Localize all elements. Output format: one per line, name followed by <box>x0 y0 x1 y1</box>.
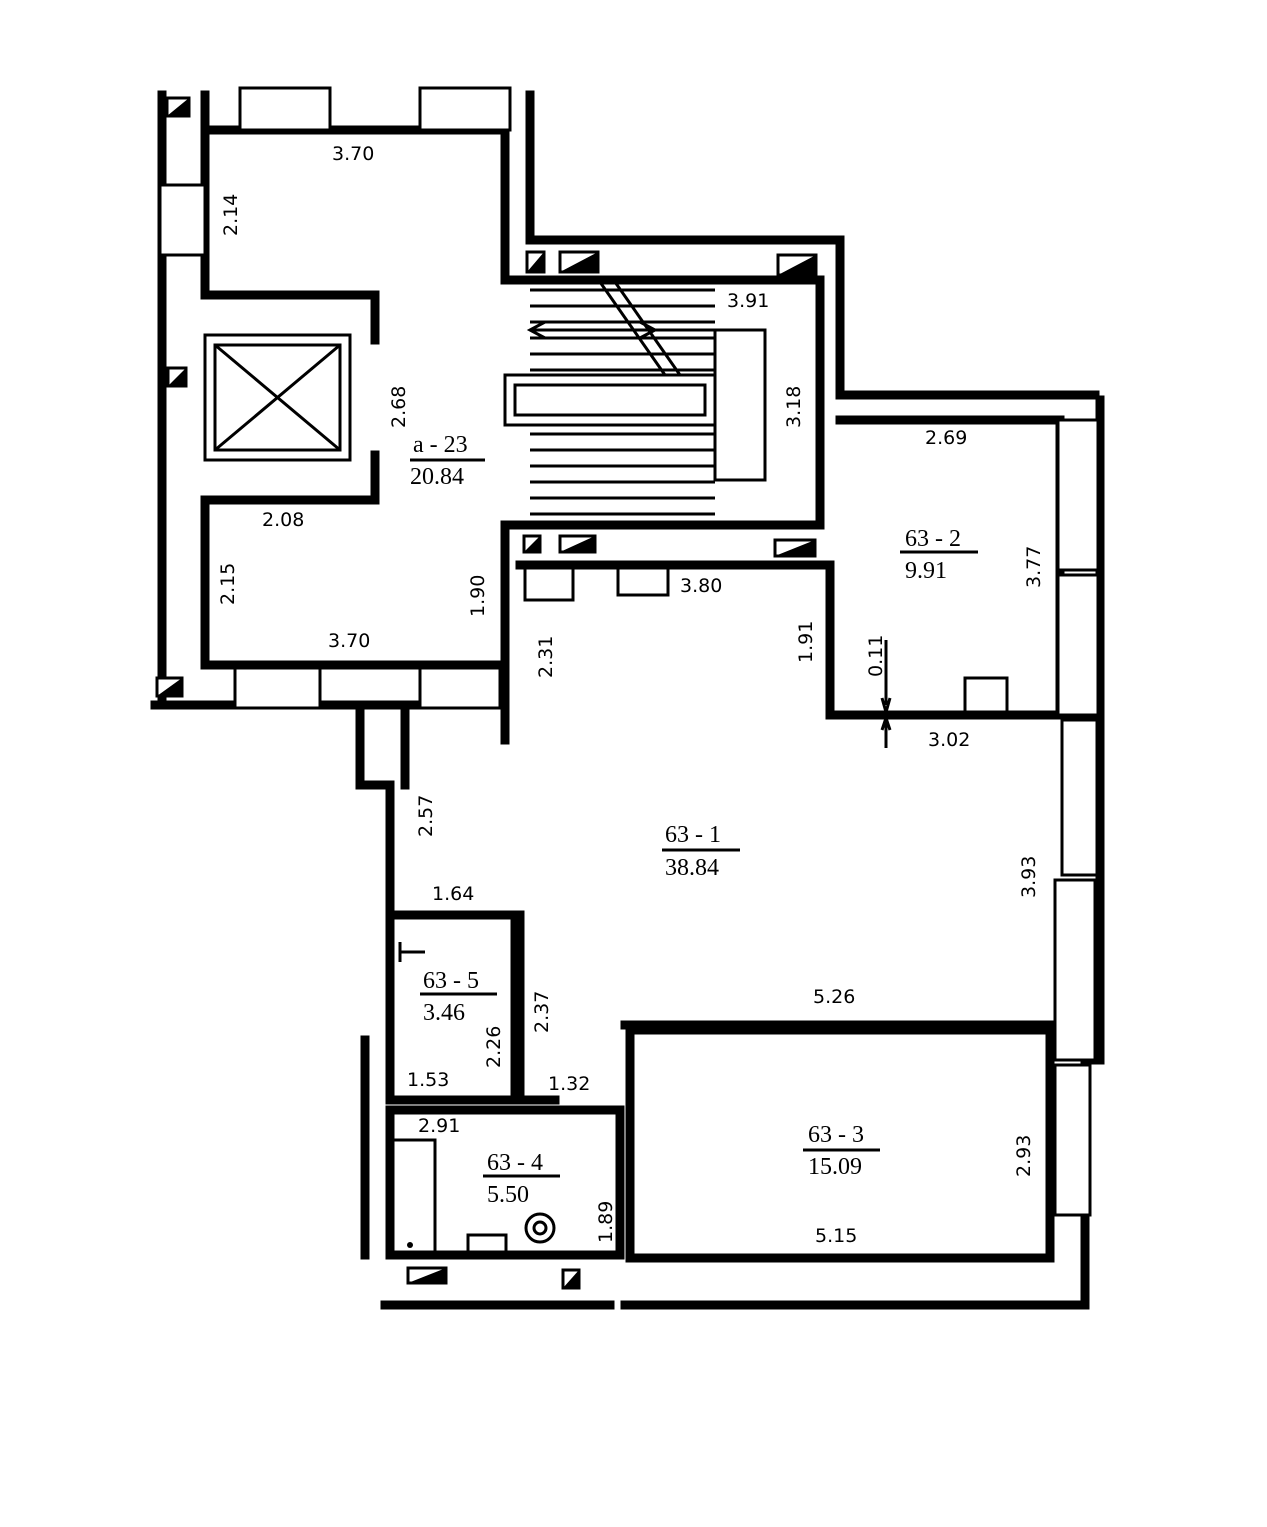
dimension: 2.57 <box>415 795 437 837</box>
dimension: 1.53 <box>407 1069 449 1091</box>
dimension: 3.02 <box>928 729 970 751</box>
room-id: 63 - 3 <box>808 1122 864 1148</box>
dimension: 2.93 <box>1013 1135 1035 1177</box>
dimension: 2.91 <box>418 1115 460 1137</box>
dimension: 3.91 <box>727 290 769 312</box>
dimension: 3.80 <box>680 575 722 597</box>
room-id: 63 - 1 <box>665 822 721 848</box>
room-id: a - 23 <box>413 432 468 458</box>
dimension: 1.32 <box>548 1073 590 1095</box>
dimension: 1.91 <box>795 621 817 663</box>
dimension: 2.37 <box>531 991 553 1033</box>
room-area: 15.09 <box>808 1154 862 1180</box>
dimension: 2.69 <box>925 427 967 449</box>
room-id: 63 - 2 <box>905 526 961 552</box>
staircase-icon <box>503 281 767 516</box>
dimension: 1.89 <box>595 1201 617 1243</box>
dimension: 3.93 <box>1018 856 1040 898</box>
dimension: 3.70 <box>332 143 374 165</box>
room-labels: a - 23 20.84 63 - 1 38.84 63 - 2 9.91 63… <box>410 432 978 1208</box>
markers <box>398 640 892 962</box>
room-area: 3.46 <box>423 1000 465 1026</box>
dimension: 3.77 <box>1023 546 1045 588</box>
room-area: 38.84 <box>665 855 719 881</box>
dimension: 2.31 <box>535 636 557 678</box>
dimension: 2.68 <box>388 386 410 428</box>
dimension: 1.90 <box>467 575 489 617</box>
dimension: 1.64 <box>432 883 474 905</box>
dimension: 5.26 <box>813 986 855 1008</box>
room-area: 9.91 <box>905 558 947 584</box>
room-id: 63 - 5 <box>423 968 479 994</box>
dimension: 3.18 <box>783 386 805 428</box>
walls <box>150 90 1105 1310</box>
dimension: 2.15 <box>217 563 239 605</box>
fixtures <box>388 563 1009 1259</box>
dimension: 2.14 <box>220 194 242 236</box>
elevator-icon <box>203 333 352 462</box>
windows <box>158 86 1100 1217</box>
dimension: 5.15 <box>815 1225 857 1247</box>
dimension: 3.70 <box>328 630 370 652</box>
column-markers <box>155 96 818 1290</box>
room-area: 20.84 <box>410 464 464 490</box>
dimension: 2.26 <box>483 1026 505 1068</box>
room-id: 63 - 4 <box>487 1150 543 1176</box>
dimension: 0.11 <box>865 635 887 677</box>
room-area: 5.50 <box>487 1182 529 1208</box>
dimension: 2.08 <box>262 509 304 531</box>
dimension-labels: 3.70 2.14 2.68 2.08 2.15 1.90 3.70 3.91 … <box>217 143 1045 1247</box>
